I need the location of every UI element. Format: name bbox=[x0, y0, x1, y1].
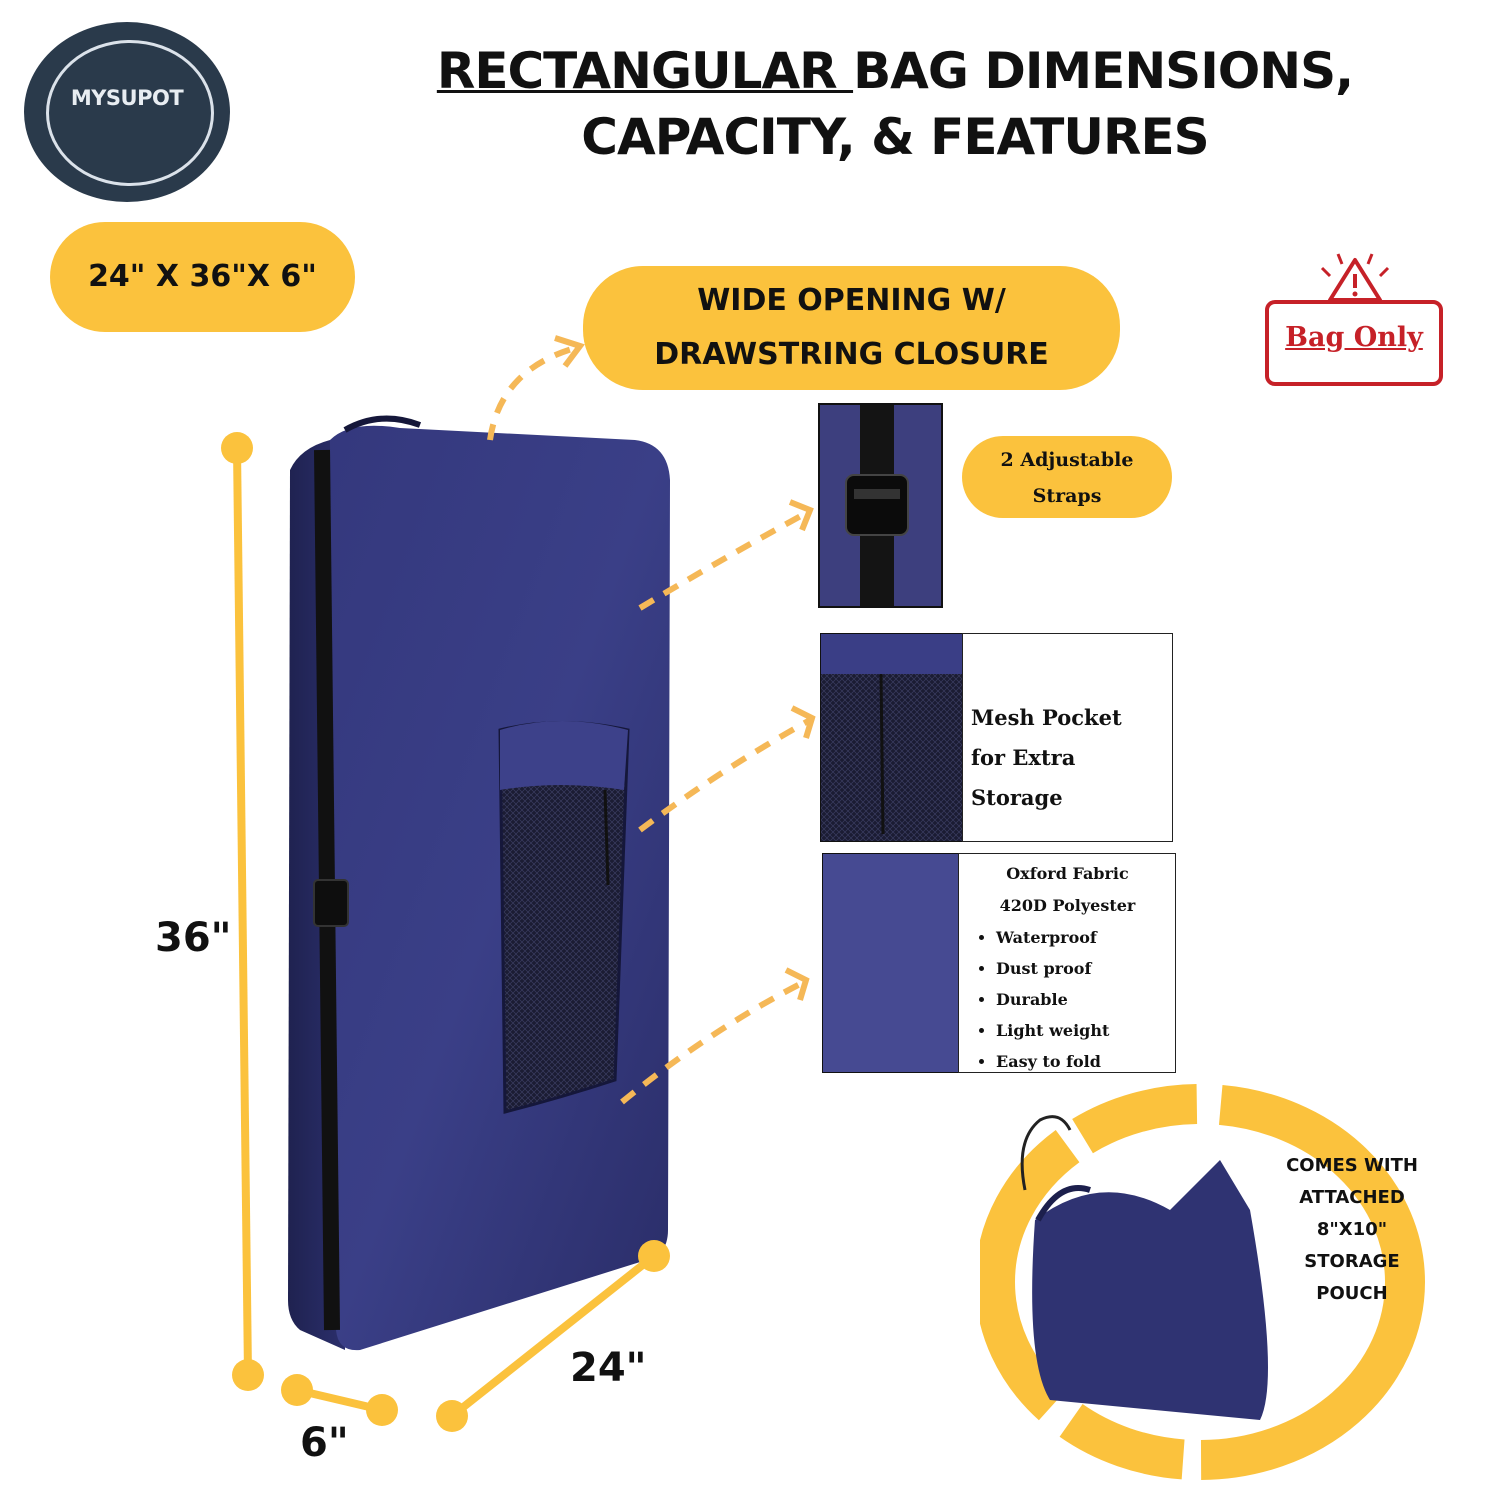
pouch-line: ATTACHED bbox=[1299, 1187, 1405, 1208]
fabric-feature: Dust proof bbox=[996, 953, 1175, 984]
straps-line-1: 2 Adjustable bbox=[1000, 449, 1134, 471]
mesh-pocket-top bbox=[500, 721, 628, 790]
mesh-thumbnail bbox=[820, 633, 964, 842]
fabric-line-2: 420D Polyester bbox=[999, 896, 1136, 915]
strap-thumbnail bbox=[818, 403, 943, 608]
mesh-pocket-text: Mesh Pocket for Extra Storage bbox=[971, 698, 1167, 818]
fabric-box bbox=[958, 853, 1176, 1073]
pouch-line: COMES WITH bbox=[1286, 1155, 1418, 1176]
pouch-line: 8"X10" bbox=[1316, 1219, 1388, 1240]
pouch-line: POUCH bbox=[1316, 1283, 1388, 1304]
opening-line-1: WIDE OPENING W/ bbox=[697, 283, 1006, 318]
width-label: 24" bbox=[570, 1345, 647, 1391]
title-rest: BAG DIMENSIONS, CAPACITY, & FEATURES bbox=[581, 42, 1354, 166]
straps-pill: 2 Adjustable Straps bbox=[962, 436, 1172, 518]
logo-ring bbox=[46, 40, 214, 186]
bag-only-label: Bag Only bbox=[1285, 322, 1423, 353]
mesh-line-2: for Extra bbox=[971, 745, 1076, 770]
page-title: RECTANGULAR BAG DIMENSIONS, CAPACITY, & … bbox=[300, 38, 1490, 170]
strap-buckle bbox=[313, 879, 349, 927]
fabric-feature: Light weight bbox=[996, 1015, 1175, 1046]
pouch-illustration bbox=[980, 1084, 1425, 1480]
fabric-feature: Durable bbox=[996, 984, 1175, 1015]
mesh-line-3: Storage bbox=[971, 785, 1063, 810]
opening-line-2: DRAWSTRING CLOSURE bbox=[654, 337, 1049, 372]
fabric-features-list: Waterproof Dust proof Durable Light weig… bbox=[960, 922, 1175, 1077]
fabric-text: Oxford Fabric 420D Polyester Waterproof … bbox=[960, 858, 1175, 1077]
mesh-pocket-box bbox=[962, 633, 1173, 842]
height-label: 36" bbox=[155, 915, 232, 961]
dimensions-pill: 24" X 36"X 6" bbox=[50, 222, 355, 332]
fabric-feature: Waterproof bbox=[996, 922, 1175, 953]
pouch-body bbox=[1032, 1160, 1268, 1420]
fabric-thumbnail bbox=[822, 853, 960, 1073]
mesh-detail-image bbox=[821, 634, 963, 841]
fabric-feature: Easy to fold bbox=[996, 1046, 1175, 1077]
strap-detail-image bbox=[845, 405, 909, 606]
pouch-line: STORAGE bbox=[1304, 1251, 1400, 1272]
pouch-caption: COMES WITH ATTACHED 8"X10" STORAGE POUCH bbox=[1282, 1150, 1422, 1310]
bag-only-badge bbox=[1265, 300, 1443, 386]
straps-line-2: Straps bbox=[1032, 485, 1102, 507]
opening-pill: WIDE OPENING W/ DRAWSTRING CLOSURE bbox=[583, 266, 1120, 390]
mesh-line-1: Mesh Pocket bbox=[971, 705, 1122, 730]
logo-text: MYSUPOT bbox=[70, 86, 184, 110]
bag-front-panel bbox=[330, 425, 670, 1351]
depth-label: 6" bbox=[300, 1420, 349, 1466]
title-underlined: RECTANGULAR bbox=[436, 42, 854, 100]
fabric-line-1: Oxford Fabric bbox=[1006, 864, 1129, 883]
